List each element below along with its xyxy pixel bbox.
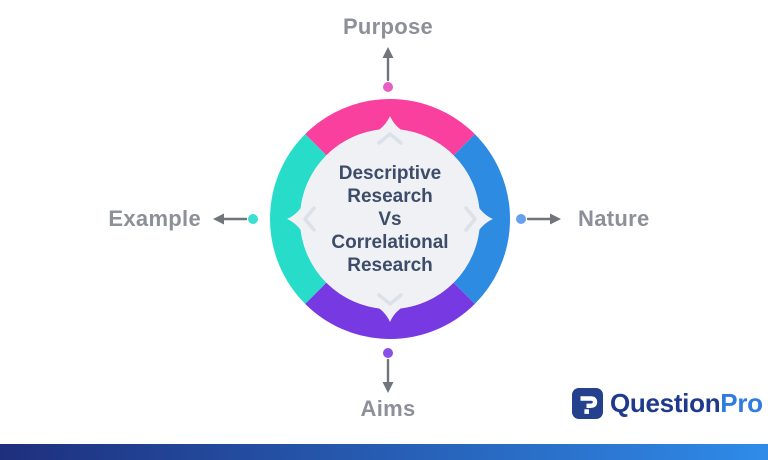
wordmark-pro: Pro [720,388,763,418]
center-title-line: Correlational [331,231,449,253]
compass-point-top [361,116,419,140]
arrow-right-icon [526,213,561,225]
ring-segment-nature [453,134,510,304]
center-title-line: Vs [378,208,402,230]
dot-example [248,214,258,224]
center-title-line: Research [347,254,433,276]
dot-purpose [383,82,393,92]
wordmark-question: Question [610,388,721,418]
chevron-right-icon [464,206,477,232]
compass-point-left [287,190,311,248]
inner-circle [300,129,480,309]
questionpro-wordmark: QuestionPro [610,388,763,419]
label-nature: Nature [578,206,650,231]
arrow-up-icon [382,47,394,82]
dot-nature [516,214,526,224]
center-title: Descriptive Research Vs Correlational Re… [300,129,480,309]
label-aims: Aims [360,396,416,421]
label-example: Example [108,206,201,231]
footer-gradient-bar [0,444,768,460]
chevron-up-icon [377,132,403,145]
center-title-line: Descriptive [338,162,442,184]
chevron-left-icon [303,206,316,232]
arrows [213,47,561,393]
question-mark-glyph [580,396,598,408]
inner-chevrons [303,132,477,306]
compass-point-right [469,190,493,248]
arrow-left-icon [213,213,248,225]
arrow-down-icon [382,358,394,393]
ring-segment-example [270,134,327,304]
questionpro-logo-icon [572,388,603,419]
dot-aims [383,348,393,358]
questionpro-logo: QuestionPro [572,388,763,419]
ring-segments [270,99,510,339]
inner-disc [287,116,493,322]
center-title-line: Research [347,185,433,207]
label-purpose: Purpose [342,14,434,39]
connector-dots [248,82,526,358]
ring-segment-aims [305,282,475,339]
chevron-down-icon [377,293,403,306]
ring-segment-purpose [305,99,475,156]
compass-point-bottom [361,298,419,322]
